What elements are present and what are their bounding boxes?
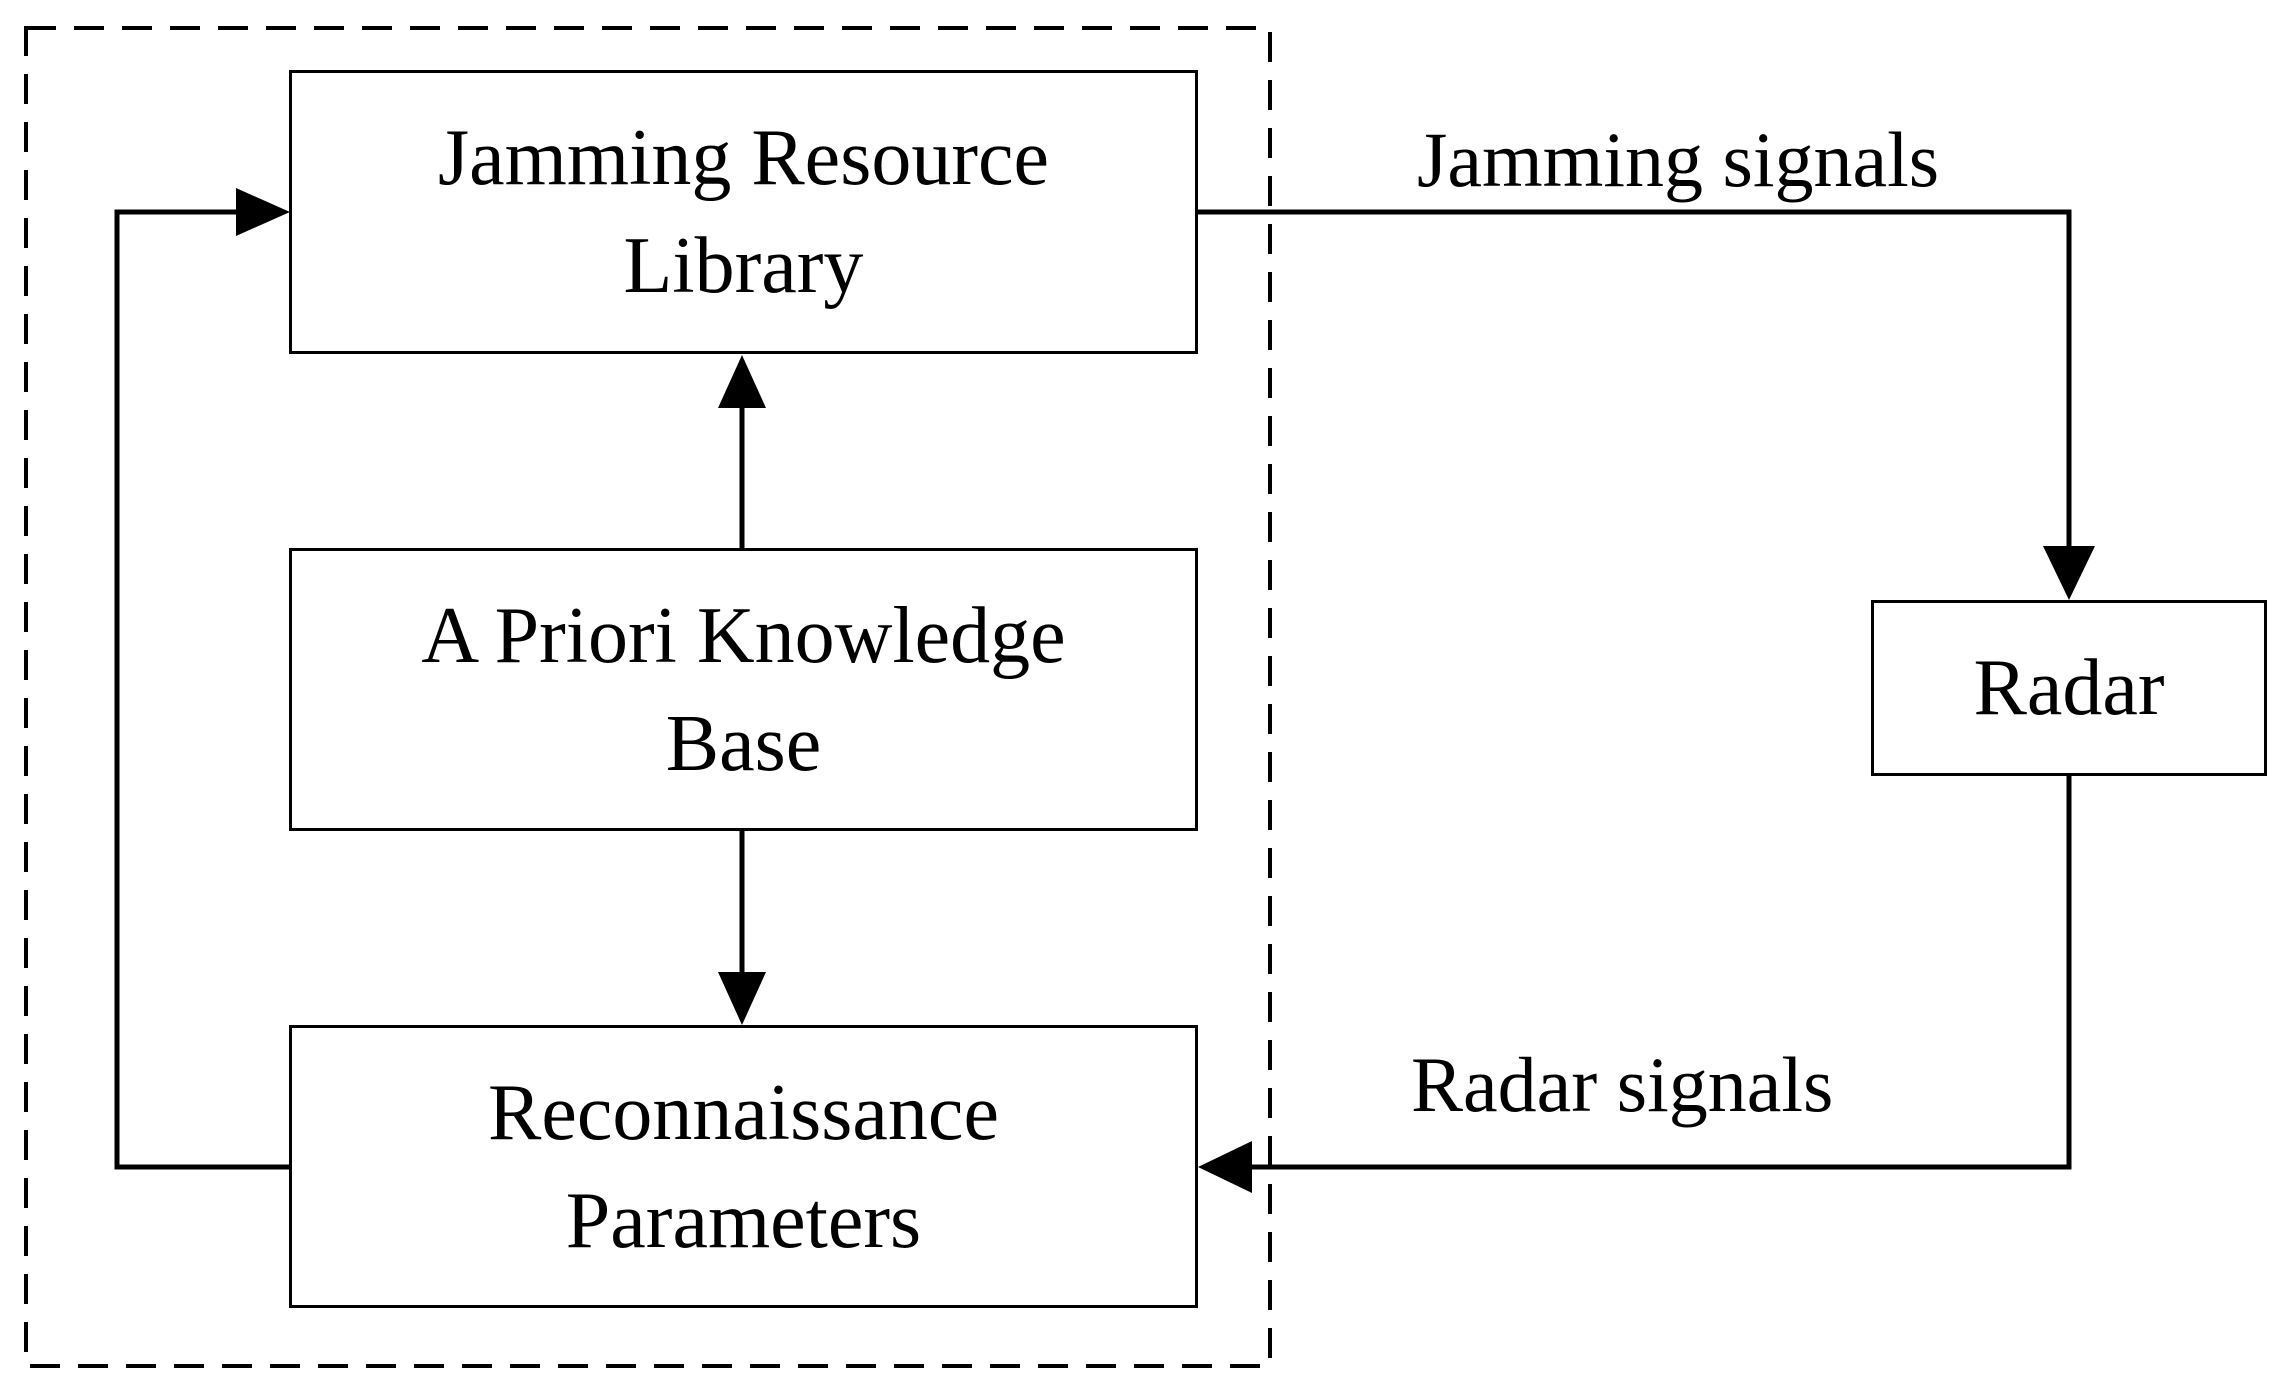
priori-line-1: A Priori Knowledge [421,591,1066,680]
priori-line-2: Base [665,699,822,788]
recon-to-library-arrowhead [236,188,290,236]
radar-node: Radar [1871,600,2267,776]
recon-line-2: Parameters [565,1176,922,1265]
jamming-signals-arrowhead [2043,546,2095,600]
jamming-library-line-1: Jamming Resource [438,114,1049,202]
radar-signals-arrow [1250,776,2072,1170]
jamming-signals-arrow [1198,209,2072,550]
jamming-resource-library-node: Jamming Resource Library [289,70,1198,354]
reconnaissance-parameters-node: Reconnaissance Parameters [289,1025,1198,1308]
radar-signals-arrowhead [1198,1141,1252,1193]
priori-to-recon-arrowhead [718,972,766,1025]
radar-label: Radar [1973,644,2165,732]
recon-line-1: Reconnaissance [488,1068,999,1157]
a-priori-knowledge-base-node: A Priori Knowledge Base [289,548,1198,831]
recon-to-library-loop-arrow [114,209,290,1170]
jamming-library-line-2: Library [623,222,864,310]
radar-signals-label: Radar signals [1411,1041,1834,1128]
jamming-signals-label: Jamming signals [1417,116,1940,203]
priori-to-library-arrowhead [718,355,766,408]
